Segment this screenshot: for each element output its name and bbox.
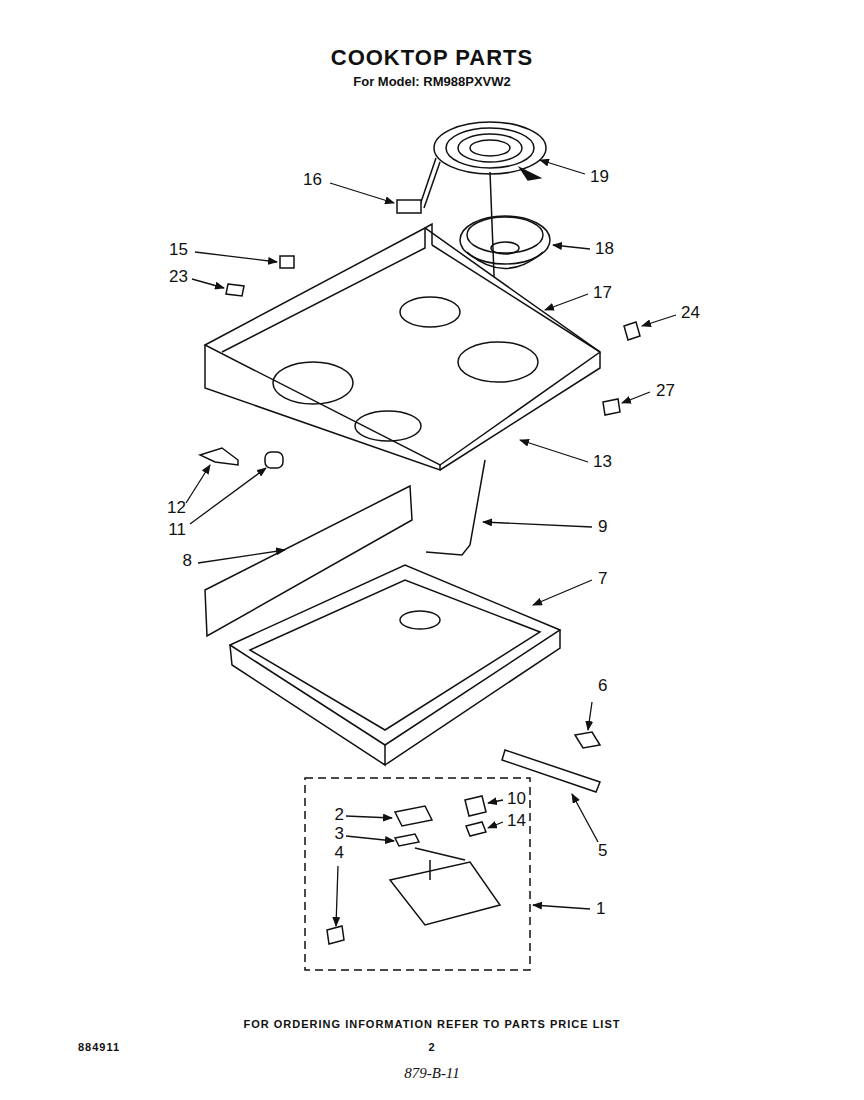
callout-number: 12 xyxy=(167,499,186,518)
callout-number: 17 xyxy=(593,284,612,303)
callout-number: 11 xyxy=(168,521,186,540)
callout-number: 1 xyxy=(596,900,605,919)
callout-number: 3 xyxy=(335,825,344,844)
callout-number: 14 xyxy=(507,812,526,831)
callout-number: 10 xyxy=(507,790,526,809)
callout-number: 23 xyxy=(169,268,188,287)
model-number: For Model: RM988PXVW2 xyxy=(353,75,510,89)
callout-number: 4 xyxy=(335,844,344,863)
callout-number: 15 xyxy=(169,241,188,260)
page-number: 2 xyxy=(428,1041,435,1053)
callout-number: 5 xyxy=(598,842,607,861)
callout-number: 8 xyxy=(183,552,192,571)
callout-number: 27 xyxy=(656,382,675,401)
callout-number: 13 xyxy=(593,453,612,472)
callout-number: 24 xyxy=(681,304,700,323)
handwritten-code: 879-B-11 xyxy=(404,1065,460,1082)
callout-number: 16 xyxy=(303,171,322,190)
ordering-note: FOR ORDERING INFORMATION REFER TO PARTS … xyxy=(244,1018,621,1030)
callout-number: 2 xyxy=(335,806,344,825)
callout-number: 9 xyxy=(598,518,607,537)
diagram-title: COOKTOP PARTS xyxy=(331,46,533,70)
callout-number: 6 xyxy=(598,677,607,696)
callout-number: 7 xyxy=(598,570,607,589)
callout-number: 18 xyxy=(595,240,614,259)
document-number: 884911 xyxy=(78,1041,120,1053)
callout-number: 19 xyxy=(590,168,609,187)
